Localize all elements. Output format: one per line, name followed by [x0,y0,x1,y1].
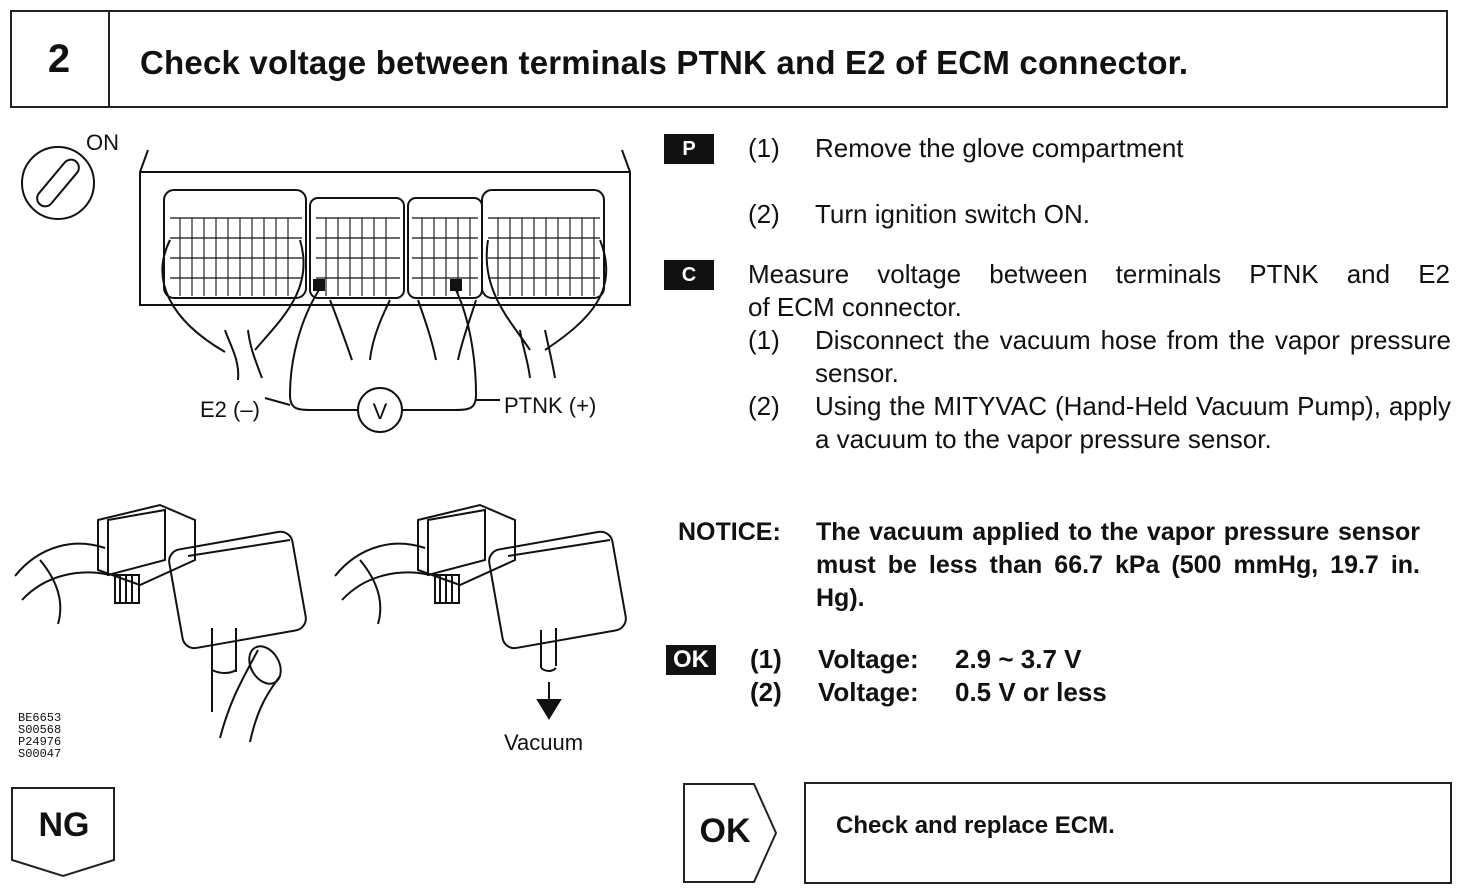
ng-result-box [10,786,118,878]
c-icon: C [664,260,714,290]
c-heading-line1: Measure voltage between terminals PTNK a… [748,259,1450,289]
figure-code: S00568 [18,723,62,737]
c-step-1-text: Disconnect the vacuum hose from the vapo… [815,325,1451,388]
p-icon: P [664,134,714,164]
ng-label: NG [38,806,90,844]
c-heading-line2: of ECM connector. [748,292,962,322]
p-step-1-num: (1) [748,133,780,163]
page-title: Check voltage between terminals PTNK and… [140,44,1189,81]
ok-icon: OK [666,645,716,675]
ok-spec-2-value: 0.5 V or less [955,677,1107,707]
ok-result-arrow [682,782,778,884]
ok-spec-1-num: (1) [750,644,782,674]
vapor-pressure-sensor-right-icon [334,503,627,672]
ok-action-box [804,782,1452,884]
ok-action-text: Check and replace ECM. [836,812,1115,839]
ignition-switch-icon [21,146,95,220]
vacuum-arrow-icon [536,682,562,720]
vapor-pressure-sensor-left-icon [14,503,307,743]
c-step-1-num: (1) [748,325,780,355]
voltmeter-label: V [373,399,388,424]
ignition-on-label: ON [86,130,119,155]
figure-code: P24976 [18,735,62,749]
p-step-1-text: Remove the glove compartment [815,133,1184,163]
notice-text: The vacuum applied to the vapor pressure… [816,518,1420,612]
figure-code: BE6653 [18,711,62,725]
p-step-2-num: (2) [748,199,780,229]
p-step-2-text: Turn ignition switch ON. [815,199,1091,229]
vacuum-label: Vacuum [504,730,583,755]
e2-terminal-label: E2 (–) [200,397,260,422]
ok-label: OK [699,812,751,850]
ok-spec-2-label: Voltage: [818,677,919,707]
ecm-connector-icon [139,149,631,381]
ecm-connector-illustration: ON E2 (–) PTNK (+) V Vacuum [14,130,631,755]
ok-spec-2-num: (2) [750,677,782,707]
ptnk-terminal-label: PTNK (+) [504,393,596,418]
ok-spec-1-label: Voltage: [818,644,919,674]
figure-codes: BE6653 S00568 P24976 S00047 [18,712,61,760]
voltmeter-circuit [264,279,500,433]
voltmeter-icon [357,387,403,433]
step-header [10,10,1448,108]
ok-spec-1-value: 2.9 ~ 3.7 V [955,644,1082,674]
figure-code: S00047 [18,747,62,761]
notice-label: NOTICE: [678,518,781,546]
c-step-2-num: (2) [748,391,780,421]
c-step-2-text: Using the MITYVAC (Hand-Held Vacuum Pump… [815,391,1451,454]
step-number: 2 [10,10,110,108]
